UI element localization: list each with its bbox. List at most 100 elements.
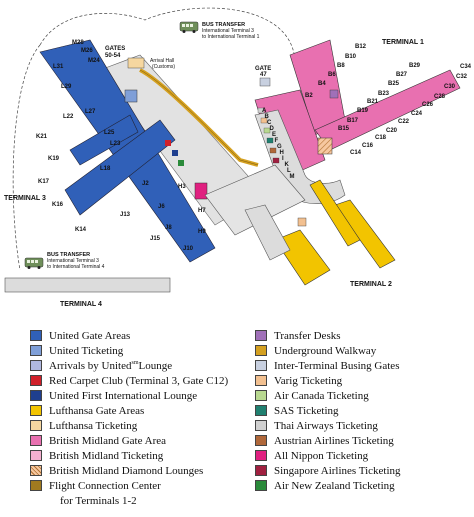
gate-label-c14: C14 (350, 150, 362, 156)
bus-top-title: BUS TRANSFER (202, 22, 245, 28)
legend-label: Arrivals by United (49, 360, 132, 372)
gate-label-t2-m: M (290, 174, 295, 180)
legend-swatch (255, 345, 267, 356)
terminal-3-concourse-upper (69, 114, 139, 166)
legend-swatch (30, 465, 42, 476)
legend-label: Inter-Terminal Busing Gates (274, 360, 400, 372)
legend-label: Air New Zealand Ticketing (274, 480, 395, 492)
gate-label-b2: B2 (305, 93, 313, 99)
bus-left-title: BUS TRANSFER (47, 252, 90, 258)
legend-swatch (30, 480, 42, 491)
gate-label-t2-g: G (277, 144, 282, 150)
gates-5054-line2: 50-54 (105, 53, 121, 59)
gate47-line2: 47 (260, 72, 267, 78)
transfer-desk-t1 (329, 89, 339, 99)
legend-label: Thai Airways Ticketing (274, 420, 378, 432)
terminal-3-concourse-k (64, 119, 176, 216)
gate-label-h3: H3 (178, 184, 186, 190)
gate-label-t2-h: H (280, 150, 284, 156)
gate-label-l22: L22 (63, 114, 74, 120)
legend-item: British Midland Gate Area (30, 435, 250, 450)
legend-label: Austrian Airlines Ticketing (274, 435, 394, 447)
transfer-desk-t2 (297, 217, 307, 227)
legend-swatch (30, 360, 42, 371)
legend-label: United First International Lounge (49, 390, 198, 402)
legend-label-cont: Lounge (138, 360, 173, 372)
legend-swatch (255, 465, 267, 476)
gate-label-c34: C34 (460, 64, 472, 70)
all-nippon-t3 (194, 182, 208, 200)
gate-label-j13: J13 (120, 212, 131, 218)
gate-label-m26: M26 (81, 48, 93, 54)
gate-label-c16: C16 (362, 143, 374, 149)
legend-item: Inter-Terminal Busing Gates (255, 360, 470, 375)
legend-label: British Midland Diamond Lounges (49, 465, 204, 477)
british-midland-lounge (317, 137, 333, 155)
arrival-hall-line2: (Customs) (152, 64, 175, 70)
gate-label-b19: B19 (357, 108, 369, 114)
air-nz-t3 (178, 160, 184, 166)
legend-item: SAS Ticketing (255, 405, 470, 420)
terminal-4-building (4, 277, 171, 293)
legend-label: All Nippon Ticketing (274, 450, 369, 462)
legend-swatch (255, 435, 267, 446)
legend-label: SAS Ticketing (274, 405, 339, 417)
legend-swatch (255, 375, 267, 386)
legend-swatch (30, 330, 42, 341)
legend-item: United Gate Areas (30, 330, 250, 345)
legend-item: Austrian Airlines Ticketing (255, 435, 470, 450)
gate-label-c32: C32 (456, 74, 468, 80)
legend-swatch (255, 360, 267, 371)
gate-label-l18: L18 (100, 166, 111, 172)
legend-swatch (30, 435, 42, 446)
legend-item: Thai Airways Ticketing (255, 420, 470, 435)
gate-label-k17: K17 (38, 179, 50, 185)
legend-label: Red Carpet Club (Terminal 3, Gate C12) (49, 375, 229, 387)
gate-label-b15: B15 (338, 126, 350, 132)
gate-label-t2-e: E (272, 132, 276, 138)
gate-label-k14: K14 (75, 227, 87, 233)
legend-swatch (30, 450, 42, 461)
legend-item: Transfer Desks (255, 330, 470, 345)
legend-label: Lufthansa Gate Areas (49, 405, 145, 417)
gate-label-h9: H9 (198, 229, 206, 235)
legend-swatch (255, 420, 267, 431)
gate-label-h7: H7 (198, 208, 206, 214)
legend-swatch (30, 345, 42, 356)
legend-item: Underground Walkway (255, 345, 470, 360)
gate-label-t2-b: B (265, 114, 270, 120)
terminal-1-label: TERMINAL 1 (382, 39, 424, 46)
terminal-2-label: TERMINAL 2 (350, 281, 392, 288)
terminal-2-finger (244, 204, 291, 261)
gate-label-b17: B17 (347, 118, 359, 124)
bus-top-line2: to International Terminal 1 (202, 34, 260, 40)
gate-47-box (259, 77, 271, 87)
gate-label-k21: K21 (36, 134, 48, 140)
gate-label-j15: J15 (150, 236, 161, 242)
arrival-hall-box (127, 57, 145, 69)
legend-label: Transfer Desks (274, 330, 341, 342)
arrival-hall-line1: Arrival Hall (150, 58, 174, 64)
gate-label-t2-f: F (275, 138, 279, 144)
gate-label-c28: C28 (434, 94, 446, 100)
legend-swatch (30, 390, 42, 401)
bus-left-line2: to International Terminal 4 (47, 264, 105, 270)
gate-labels: M28M26M24L31L29L27L25L23L22K21K19K17K16K… (36, 40, 472, 252)
gate-label-t2-k: K (285, 162, 290, 168)
legend-label: Underground Walkway (274, 345, 377, 357)
legend-sub-label: for Terminals 1-2 (60, 495, 137, 507)
gate-label-t2-d: D (270, 126, 275, 132)
bus-route-t3-t1 (39, 7, 296, 61)
gate-label-k19: K19 (48, 156, 60, 162)
gate-label-l29: L29 (61, 84, 72, 90)
legend-swatch (30, 405, 42, 416)
legend-label: Air Canada Ticketing (274, 390, 369, 402)
gate-label-b12: B12 (355, 44, 367, 50)
legend-label: United Ticketing (49, 345, 124, 357)
legend-item: Air New Zealand Ticketing (255, 480, 470, 495)
lufthansa-pier-3 (309, 179, 361, 247)
legend-item: Singapore Airlines Ticketing (255, 465, 470, 480)
